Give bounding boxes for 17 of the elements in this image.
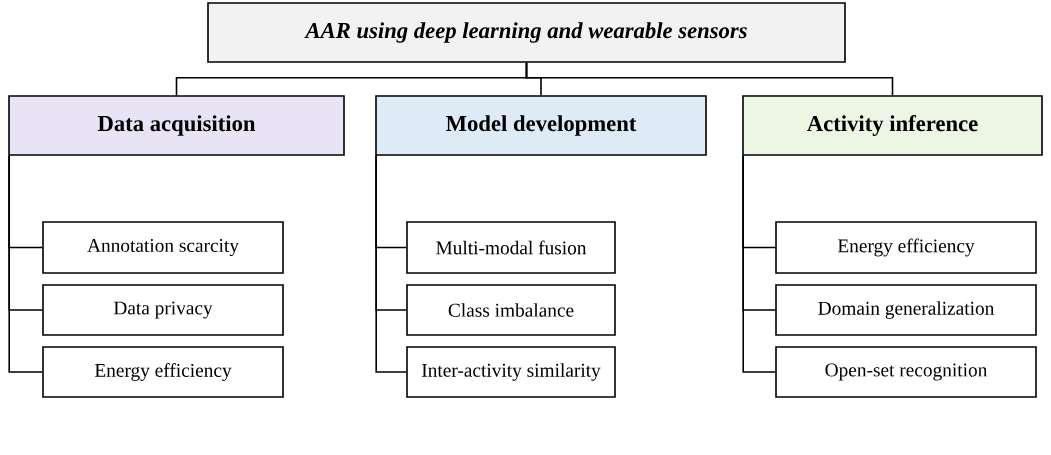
category-box: Model development bbox=[375, 95, 707, 156]
connector-line bbox=[525, 62, 894, 96]
topic-box: Energy efficiency bbox=[42, 346, 284, 398]
connector-line bbox=[375, 155, 407, 373]
topic-box: Data privacy bbox=[42, 284, 284, 336]
topic-box: Class imbalance bbox=[406, 284, 616, 336]
topic-box: Annotation scarcity bbox=[42, 221, 284, 274]
connector-line bbox=[8, 155, 43, 373]
topic-box: Domain generalization bbox=[775, 284, 1037, 336]
title-box: AAR using deep learning and wearable sensors bbox=[207, 2, 846, 63]
topic-box: Inter-activity similarity bbox=[406, 346, 616, 398]
topic-box: Open-set recognition bbox=[775, 346, 1037, 398]
topic-box: Multi-modal fusion bbox=[406, 221, 616, 274]
category-box: Activity inference bbox=[742, 95, 1043, 156]
topic-box: Energy efficiency bbox=[775, 221, 1037, 274]
category-box: Data acquisition bbox=[8, 95, 345, 156]
connector-line bbox=[742, 155, 776, 373]
